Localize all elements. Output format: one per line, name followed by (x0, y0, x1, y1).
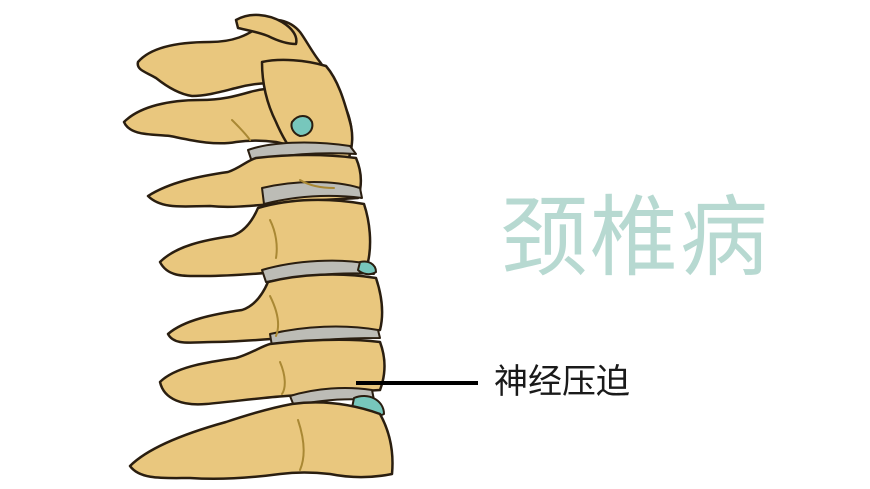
foramen-c2 (290, 115, 314, 137)
vertebra-c4 (158, 198, 372, 278)
disc-2 (261, 181, 363, 205)
cervical-spine (122, 13, 394, 481)
shading-lines (231, 119, 335, 471)
page-title: 颈椎病 (500, 186, 771, 289)
vertebra-c7 (128, 401, 394, 481)
atlas-hook (234, 13, 298, 46)
nerve-root-1 (357, 260, 377, 276)
vertebra-c2-body (260, 58, 354, 162)
annotation-label: 神经压迫 (494, 362, 630, 402)
